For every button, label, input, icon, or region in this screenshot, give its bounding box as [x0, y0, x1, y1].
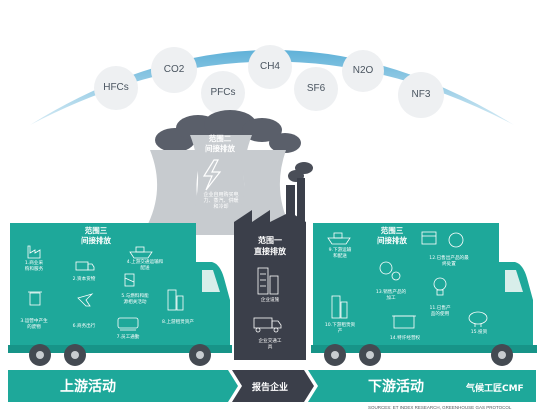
- capital-goods-truck-icon: [75, 261, 95, 271]
- storefront-icon: [392, 315, 416, 329]
- scope2-title: 范围二 间接排放: [205, 134, 235, 153]
- lightbulb-icon: [433, 277, 447, 296]
- gas-label-hfcs: HFCs: [103, 82, 129, 93]
- factory-icon: [27, 245, 41, 259]
- downstream-item-13: 13.销售产品的 加工: [375, 290, 407, 301]
- upstream-banner: [8, 370, 238, 402]
- downstream-banner: [308, 370, 536, 402]
- source-note: SOURCES: ET INDEX RESEARCH, GREENHOUSE G…: [368, 405, 512, 410]
- downstream-ship-icon: [327, 232, 351, 245]
- product-disposal-box-icon: [421, 231, 437, 245]
- upstream-item-7: 7.员工通勤: [116, 335, 140, 340]
- gas-bubble: [248, 45, 292, 89]
- gas-label-ch4: CH4: [259, 61, 280, 72]
- cargo-ship-icon: [129, 246, 153, 259]
- downstream-building-icon: [331, 295, 348, 319]
- gas-bubble: [342, 50, 384, 92]
- fuel-can-icon: [124, 273, 135, 287]
- company-truck-icon: [253, 317, 282, 333]
- piggy-bank-icon: [468, 311, 488, 327]
- gas-label-co2: CO2: [163, 64, 185, 75]
- downstream-item-14: 14.特许经营权: [389, 336, 421, 341]
- upstream-item-4: 4.上游交通运输和 配送: [126, 260, 164, 271]
- upstream-item-1: 1.商业采 购和服务: [24, 261, 44, 272]
- upstream-item-2: 2.资本货物: [72, 277, 96, 282]
- train-icon: [117, 317, 139, 331]
- gas-bubble: [94, 66, 138, 110]
- downstream-label: 下游活动: [368, 379, 424, 395]
- upstream-scope3-title: 范围三 间接排放: [81, 226, 111, 245]
- gas-label-pfcs: PFCs: [210, 87, 236, 98]
- gas-label-nf3: NF3: [411, 89, 431, 100]
- watermark-text: 气候工匠CMF: [466, 384, 524, 394]
- gas-label-n2o: N2O: [352, 65, 374, 76]
- upstream-label: 上游活动: [60, 379, 116, 395]
- gas-bubble: [398, 72, 444, 118]
- upstream-item-6: 6.商务出行: [72, 324, 96, 329]
- airplane-icon: [77, 293, 94, 307]
- scope1-title: 范围一 直接排放: [254, 236, 286, 256]
- gas-bubble: [201, 71, 245, 115]
- scope1-item-facility: 企业设施: [260, 298, 280, 303]
- downstream-item-9: 9.下游运输 和配送: [328, 248, 352, 259]
- upstream-item-8: 8.上游租赁资产: [162, 320, 194, 325]
- company-banner: [232, 370, 314, 402]
- gears-icon: [379, 261, 401, 281]
- gas-bubble: [294, 67, 338, 111]
- downstream-item-15: 15.投资: [470, 330, 488, 335]
- scope1-item-vehicles: 企业交通工 具: [258, 339, 282, 350]
- lightning-icon: [202, 159, 222, 191]
- downstream-item-11: 11.已售产 品的使用: [429, 306, 451, 317]
- downstream-scope3-title: 范围三 间接排放: [377, 226, 407, 245]
- downstream-item-12: 12.已售出产品的最 终处置: [429, 256, 469, 267]
- waste-bin-icon: [28, 291, 42, 306]
- upstream-item-5: 5.与燃料和能 源相关活动: [121, 294, 149, 305]
- facility-buildings-icon: [257, 267, 279, 295]
- recycle-icon: [448, 232, 464, 248]
- leased-building-icon: [167, 289, 184, 311]
- gas-bubble: [151, 47, 197, 93]
- company-label: 报告企业: [252, 383, 289, 393]
- upstream-item-3: 3.运营中产生 的废物: [20, 319, 48, 330]
- scope2-description: 企业自用购买电 力、蒸汽、供暖 和冷却: [203, 192, 239, 210]
- downstream-item-10: 10.下游租赁资 产: [324, 323, 356, 334]
- gas-label-sf6: SF6: [306, 83, 326, 94]
